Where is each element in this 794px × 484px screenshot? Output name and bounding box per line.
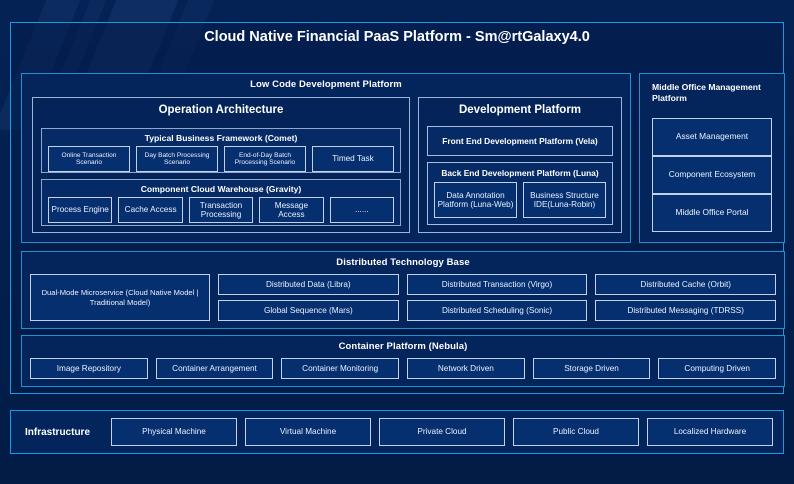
chip-business-structure-ide[interactable]: Business Structure IDE(Luna-Robin) xyxy=(523,182,606,218)
low-code-platform-title: Low Code Development Platform xyxy=(250,79,402,90)
operation-architecture-title: Operation Architecture xyxy=(158,104,284,116)
chip-network-driven[interactable]: Network Driven xyxy=(407,358,525,379)
chip-online-transaction-scenario[interactable]: Online Transaction Scenario xyxy=(48,146,130,172)
chip-component-ecosystem[interactable]: Component Ecosystem xyxy=(652,156,772,194)
chip-distributed-transaction[interactable]: Distributed Transaction (Virgo) xyxy=(406,274,588,295)
group-component-cloud-warehouse: Component Cloud Warehouse (Gravity) Proc… xyxy=(41,179,401,226)
chip-middle-office-portal[interactable]: Middle Office Portal xyxy=(652,194,772,232)
component-cloud-warehouse-title: Component Cloud Warehouse (Gravity) xyxy=(140,184,302,194)
dtb-column-2: Distributed Transaction (Virgo) Distribu… xyxy=(406,274,588,321)
panel-middle-office-management-platform: Middle Office Management Platform Asset … xyxy=(639,73,785,243)
chip-localized-hardware[interactable]: Localized Hardware xyxy=(647,418,773,446)
panel-development-platform: Development Platform Front End Developme… xyxy=(418,97,622,233)
chip-distributed-messaging[interactable]: Distributed Messaging (TDRSS) xyxy=(595,300,777,321)
middle-office-platform-title: Middle Office Management Platform xyxy=(652,82,761,103)
chip-physical-machine[interactable]: Physical Machine xyxy=(111,418,237,446)
main-platform-frame: Cloud Native Financial PaaS Platform - S… xyxy=(10,22,785,394)
group-typical-business-framework: Typical Business Framework (Comet) Onlin… xyxy=(41,128,401,173)
chip-more-ellipsis[interactable]: ...... xyxy=(329,197,395,223)
chip-global-sequence[interactable]: Global Sequence (Mars) xyxy=(218,300,399,321)
dtb-column-3: Distributed Cache (Orbit) Distributed Me… xyxy=(595,274,777,321)
dtb-column-1: Distributed Data (Libra) Global Sequence… xyxy=(218,274,399,321)
panel-distributed-technology-base: Distributed Technology Base Dual-Mode Mi… xyxy=(21,251,785,329)
infrastructure-label: Infrastructure xyxy=(25,426,91,438)
page-title: Cloud Native Financial PaaS Platform - S… xyxy=(204,29,590,45)
chip-cache-access[interactable]: Cache Access xyxy=(118,197,183,223)
typical-business-framework-title: Typical Business Framework (Comet) xyxy=(144,133,298,143)
chip-distributed-data[interactable]: Distributed Data (Libra) xyxy=(218,274,399,295)
chip-distributed-scheduling[interactable]: Distributed Scheduling (Sonic) xyxy=(406,300,588,321)
chip-asset-management[interactable]: Asset Management xyxy=(652,118,772,156)
panel-operation-architecture: Operation Architecture Typical Business … xyxy=(32,97,410,233)
chip-timed-task[interactable]: Timed Task xyxy=(312,146,394,172)
development-platform-title: Development Platform xyxy=(458,104,582,116)
chip-private-cloud[interactable]: Private Cloud xyxy=(379,418,505,446)
chip-image-repository[interactable]: Image Repository xyxy=(30,358,148,379)
chip-data-annotation-platform[interactable]: Data Annotation Platform (Luna-Web) xyxy=(434,182,517,218)
chip-front-end-development-platform[interactable]: Front End Development Platform (Vela) xyxy=(427,126,613,156)
chip-public-cloud[interactable]: Public Cloud xyxy=(513,418,639,446)
chip-distributed-cache[interactable]: Distributed Cache (Orbit) xyxy=(595,274,777,295)
distributed-technology-base-title: Distributed Technology Base xyxy=(336,257,470,268)
chip-container-arrangement[interactable]: Container Arrangement xyxy=(155,358,274,379)
chip-process-engine[interactable]: Process Engine xyxy=(48,197,113,223)
chip-container-monitoring[interactable]: Container Monitoring xyxy=(281,358,400,379)
chip-end-of-day-batch-processing-scenario[interactable]: End-of-Day Batch Processing Scenario xyxy=(224,146,306,172)
container-platform-title: Container Platform (Nebula) xyxy=(338,341,468,352)
chip-message-access[interactable]: Message Access xyxy=(259,197,324,223)
chip-storage-driven[interactable]: Storage Driven xyxy=(532,358,651,379)
chip-virtual-machine[interactable]: Virtual Machine xyxy=(245,418,371,446)
back-end-development-platform-title: Back End Development Platform (Luna) xyxy=(441,168,599,178)
panel-container-platform: Container Platform (Nebula) Image Reposi… xyxy=(21,335,785,387)
panel-low-code-development-platform: Low Code Development Platform Operation … xyxy=(21,73,631,243)
panel-infrastructure: Infrastructure Physical Machine Virtual … xyxy=(10,410,784,454)
group-back-end-development-platform: Back End Development Platform (Luna) Dat… xyxy=(427,162,613,225)
chip-day-batch-processing-scenario[interactable]: Day Batch Processing Scenario xyxy=(136,146,218,172)
chip-dual-mode-microservice[interactable]: Dual-Mode Microservice (Cloud Native Mod… xyxy=(30,274,210,321)
chip-computing-driven[interactable]: Computing Driven xyxy=(658,358,777,379)
chip-transaction-processing[interactable]: Transaction Processing xyxy=(188,197,254,223)
